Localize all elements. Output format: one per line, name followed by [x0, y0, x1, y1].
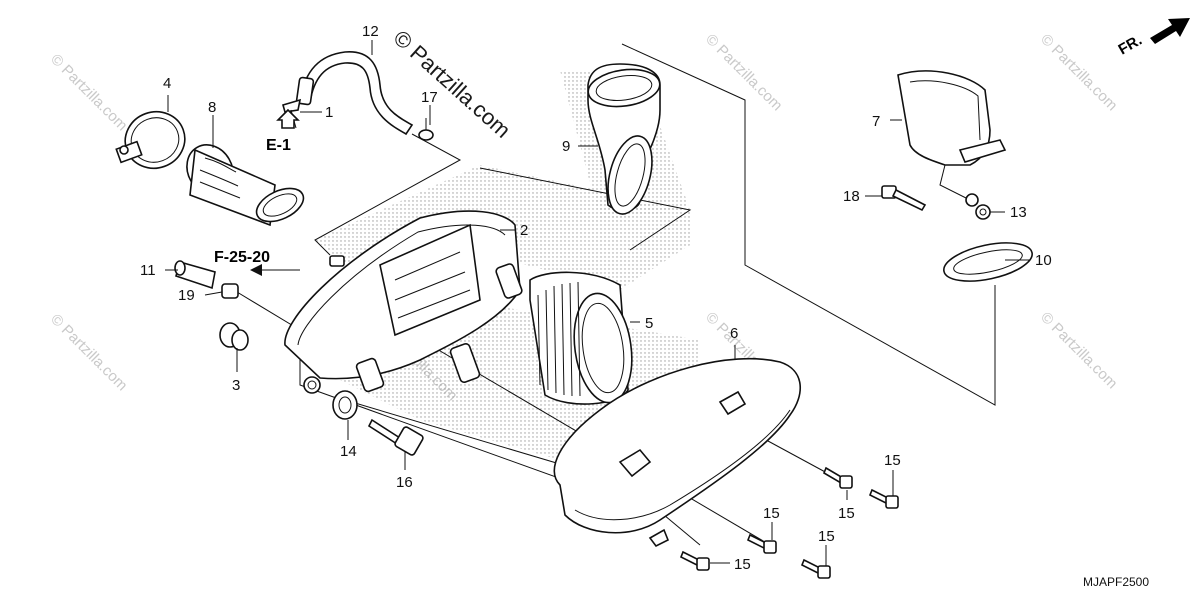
watermark: © Partzilla.com: [47, 51, 130, 134]
callout-15: 15: [838, 505, 855, 522]
callout-15: 15: [763, 505, 780, 522]
guide-line: [344, 399, 581, 471]
part-11-hose[interactable]: [174, 260, 216, 290]
callout-17: 17: [421, 89, 438, 106]
part-15-screw[interactable]: [800, 558, 831, 579]
callout-18: 18: [843, 188, 860, 205]
arrow-icon: [250, 264, 262, 276]
part-16-bolt[interactable]: [367, 418, 424, 456]
callout-9: 9: [562, 138, 570, 155]
callout-13: 13: [1010, 204, 1027, 221]
guide-line: [314, 133, 462, 256]
callout-15: 15: [884, 452, 901, 469]
part-14-grommet[interactable]: [332, 390, 358, 420]
part-15-screw[interactable]: [823, 466, 853, 489]
callout-16: 16: [396, 474, 413, 491]
callout-5: 5: [645, 315, 653, 332]
part-19-clip[interactable]: [221, 283, 239, 299]
reference-e1[interactable]: E-1: [266, 137, 291, 154]
part-12-breather-tube[interactable]: [295, 51, 414, 136]
callout-11: 11: [140, 262, 156, 279]
callout-15: 15: [734, 556, 751, 573]
front-label: FR.: [1116, 32, 1145, 59]
callout-2: 2: [520, 222, 528, 239]
callout-10: 10: [1035, 252, 1052, 269]
part-15-screw[interactable]: [679, 550, 710, 571]
part-13-nut[interactable]: [975, 204, 991, 220]
guide-line: [479, 167, 692, 251]
callout-14: 14: [340, 443, 357, 460]
watermark: © Partzilla.com: [702, 31, 785, 114]
front-arrow-icon: [1150, 18, 1190, 44]
reference-arrows: [250, 108, 300, 276]
reference-f-25-20[interactable]: F-25-20: [214, 249, 270, 266]
part-6-air-cleaner-cover[interactable]: [553, 357, 802, 548]
diagram-code: MJAPF2500: [1083, 575, 1149, 589]
part-15-screw[interactable]: [868, 488, 899, 509]
part-17-clip[interactable]: [418, 118, 434, 141]
callout-4: 4: [163, 75, 171, 92]
callout-labels: 1 2 3 4 5 6 7 8 9 10 11 12 13 14 15 15 1…: [140, 23, 1052, 573]
leader-lines: [165, 40, 1030, 566]
callout-15: 15: [818, 528, 835, 545]
part-7-side-duct[interactable]: [897, 70, 1007, 207]
part-15-screw[interactable]: [746, 533, 777, 554]
front-indicator: FR.: [1116, 18, 1190, 59]
callout-8: 8: [208, 99, 216, 116]
watermark: © Partzilla.com: [1037, 31, 1120, 114]
callout-1: 1: [325, 104, 333, 121]
part-9-duct[interactable]: [586, 63, 662, 219]
watermark: © Partzilla.com: [47, 311, 130, 394]
part-3-grommet[interactable]: [219, 322, 249, 351]
watermark: © Partzilla.com: [1037, 309, 1120, 392]
arrow-icon: [276, 108, 300, 129]
part-8-connecting-tube[interactable]: [178, 136, 309, 228]
part-2-air-cleaner-case[interactable]: [284, 210, 523, 394]
callout-12: 12: [362, 23, 379, 40]
part-18-screw[interactable]: [881, 185, 927, 212]
callout-6: 6: [730, 325, 738, 342]
callout-19: 19: [178, 287, 195, 304]
part-4-clamp[interactable]: [115, 103, 192, 176]
callout-3: 3: [232, 377, 240, 394]
guide-line: [621, 43, 996, 406]
callout-7: 7: [872, 113, 880, 130]
part-5-filter-element[interactable]: [529, 271, 638, 406]
part-10-seal-ring[interactable]: [940, 236, 1035, 288]
